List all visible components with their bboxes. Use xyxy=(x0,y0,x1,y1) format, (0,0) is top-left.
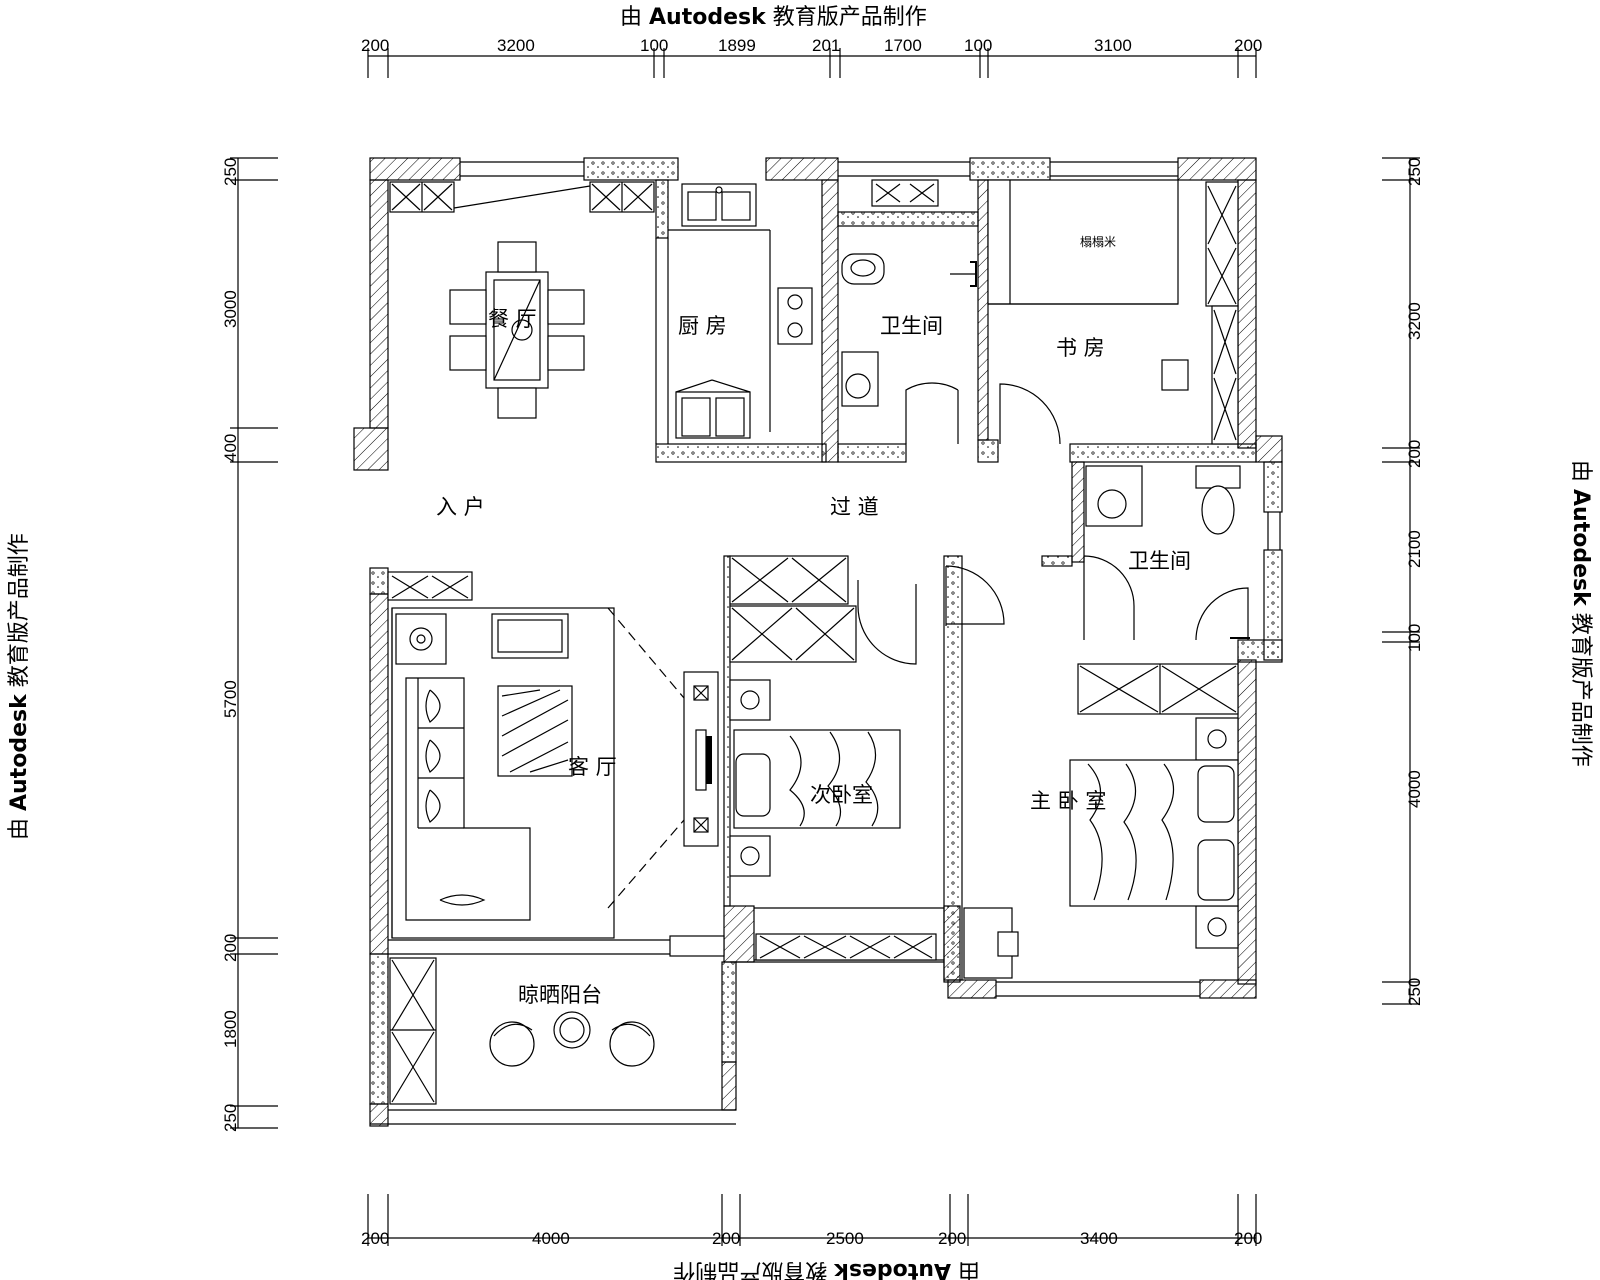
living-fixtures xyxy=(387,571,719,939)
dim-top-5: 1700 xyxy=(884,36,922,55)
dim-right-0: 250 xyxy=(1405,158,1424,186)
dim-top-3: 1899 xyxy=(718,36,756,55)
dim-bottom-0: 200 xyxy=(361,1229,389,1248)
dim-right-2: 200 xyxy=(1405,440,1424,468)
watermark-right: 由 Autodesk 教育版产品制作 xyxy=(1568,460,1593,767)
dim-top-1: 3200 xyxy=(497,36,535,55)
room-label-corridor: 过 道 xyxy=(830,495,879,519)
dim-top-4: 201 xyxy=(812,36,840,55)
dim-left-4: 200 xyxy=(221,934,240,962)
balcony-fixtures xyxy=(389,957,655,1105)
dim-bottom-1: 4000 xyxy=(532,1229,570,1248)
room-label-study: 书 房 xyxy=(1056,336,1105,360)
dim-bottom-2: 200 xyxy=(712,1229,740,1248)
dim-left-1: 3000 xyxy=(221,290,240,328)
dim-top-8: 200 xyxy=(1234,36,1262,55)
room-label-entry: 入 户 xyxy=(436,495,485,519)
watermark-left: 由 Autodesk 教育版产品制作 xyxy=(7,533,32,840)
dim-left-0: 250 xyxy=(221,158,240,186)
dim-bottom-4: 200 xyxy=(938,1229,966,1248)
study-fixtures xyxy=(987,179,1239,445)
dim-bottom-3: 2500 xyxy=(826,1229,864,1248)
room-label-balcony: 晾晒阳台 xyxy=(518,983,602,1007)
dim-top-7: 3100 xyxy=(1094,36,1132,55)
dimension-top: 200 3200 100 1899 201 1700 100 3100 200 xyxy=(361,36,1262,78)
study-bed-label: 榻榻米 xyxy=(1080,235,1116,249)
dim-right-3: 2100 xyxy=(1405,530,1424,568)
room-label-living: 客 厅 xyxy=(568,755,617,779)
dim-bottom-6: 200 xyxy=(1234,1229,1262,1248)
dim-right-6: 250 xyxy=(1405,978,1424,1006)
dim-top-6: 100 xyxy=(964,36,992,55)
dining-cabinet xyxy=(389,181,655,213)
dim-right-5: 4000 xyxy=(1405,770,1424,808)
dim-top-0: 200 xyxy=(361,36,389,55)
dim-left-3: 5700 xyxy=(221,680,240,718)
dim-right-4: 100 xyxy=(1405,624,1424,652)
bath1-fixtures xyxy=(841,179,977,444)
dimension-right: 250 3200 200 2100 100 4000 250 xyxy=(1382,157,1424,1006)
room-label-kitchen: 厨 房 xyxy=(678,314,727,338)
room-label-dining: 餐 厅 xyxy=(488,307,537,331)
dimension-left: 250 3000 400 5700 200 1800 250 xyxy=(221,157,278,1132)
kitchen-fixtures xyxy=(668,183,813,439)
dining-table xyxy=(449,241,585,419)
master-bedroom-fixtures xyxy=(945,565,1239,979)
second-bedroom-fixtures xyxy=(729,555,917,877)
dim-right-1: 3200 xyxy=(1405,302,1424,340)
dim-left-6: 250 xyxy=(221,1104,240,1132)
dim-top-2: 100 xyxy=(640,36,668,55)
bath2-fixtures xyxy=(1083,465,1250,641)
dimension-bottom: 200 4000 200 2500 200 3400 200 xyxy=(361,1194,1262,1248)
watermark-top: 由 Autodesk 教育版产品制作 xyxy=(620,5,927,30)
dim-left-2: 400 xyxy=(221,434,240,462)
walls xyxy=(353,157,1283,1127)
watermark-bottom: 由 Autodesk 教育版产品制作 xyxy=(673,1258,980,1280)
room-label-second-bedroom: 次卧室 xyxy=(810,783,873,807)
room-label-bath1: 卫生间 xyxy=(880,314,943,338)
room-label-bath2: 卫生间 xyxy=(1128,549,1191,573)
window-second-bedroom xyxy=(755,933,937,961)
room-label-master-bedroom: 主 卧 室 xyxy=(1030,789,1106,813)
dim-bottom-5: 3400 xyxy=(1080,1229,1118,1248)
dim-left-5: 1800 xyxy=(221,1010,240,1048)
